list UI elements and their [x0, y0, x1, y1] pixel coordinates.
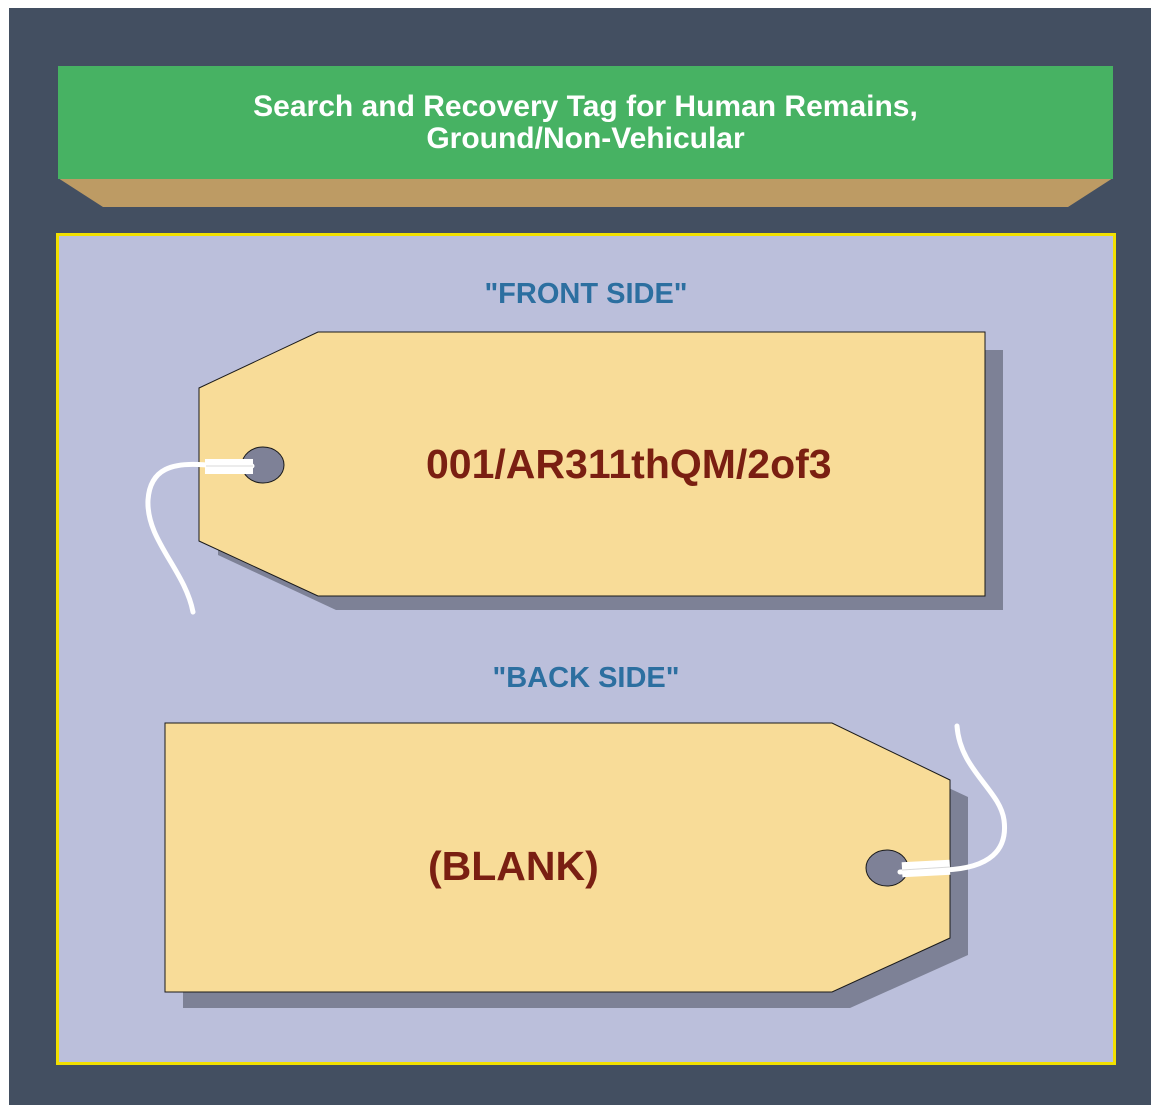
title-banner: Search and Recovery Tag for Human Remain… [58, 66, 1113, 179]
back-side-label: "BACK SIDE" [492, 662, 680, 694]
front-tag [145, 331, 1003, 615]
banner-shelf [58, 178, 1113, 207]
back-tag-hole [865, 849, 909, 887]
front-side-label: "FRONT SIDE" [484, 278, 688, 310]
front-tag-text: 001/AR311thQM/2of3 [426, 441, 832, 487]
front-tag-string [145, 461, 255, 615]
title-line-1: Search and Recovery Tag for Human Remain… [253, 89, 918, 123]
title-line-2: Ground/Non-Vehicular [426, 121, 745, 155]
front-tag-body [198, 331, 986, 597]
back-tag-text: (BLANK) [428, 843, 599, 889]
back-tag-body [164, 722, 951, 993]
back-tag [164, 722, 1008, 1008]
back-tag-string [897, 723, 1008, 875]
